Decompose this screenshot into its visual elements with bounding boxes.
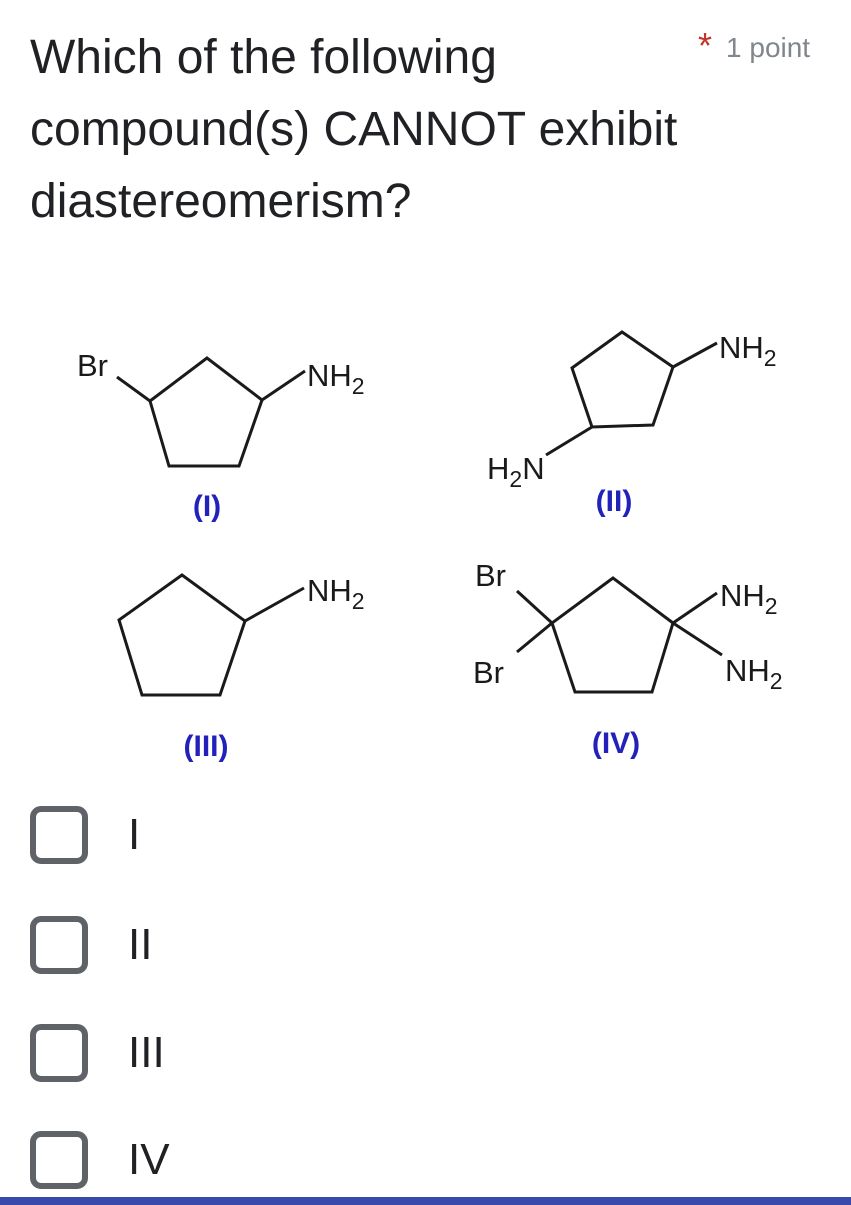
caption-compound-1: (I) — [193, 490, 221, 523]
question-title-line-1: Which of the following — [30, 31, 497, 84]
option-row-ii[interactable]: II — [30, 916, 152, 974]
points-label: 1 point — [726, 32, 811, 63]
question-title: Which of the following compound(s) CANNO… — [30, 22, 690, 238]
checkbox-option-ii[interactable] — [30, 916, 88, 974]
caption-compound-4: (IV) — [592, 727, 640, 760]
structure-compound-4: Br Br NH2 NH2 (IV) — [473, 558, 783, 760]
option-row-iii[interactable]: III — [30, 1024, 165, 1082]
h2n-bond-2 — [545, 425, 593, 457]
structure-compound-1: Br NH2 (I) — [77, 348, 365, 523]
nh2-bond-3 — [244, 586, 305, 623]
caption-compound-2: (II) — [596, 485, 633, 518]
question-title-line-2: compound(s) CANNOT exhibit — [30, 103, 678, 156]
option-label-iii: III — [128, 1028, 165, 1077]
compound-structures-figure: Br NH2 (I) NH2 H2N (II) NH2 (III) — [77, 330, 783, 763]
nh2-label-1: NH2 — [307, 358, 365, 399]
nh2-bottom-bond-4 — [672, 621, 723, 657]
structure-compound-3: NH2 (III) — [117, 573, 365, 763]
nh2-bond-2 — [672, 341, 718, 369]
br-bond-1 — [116, 375, 151, 403]
checkbox-option-iii[interactable] — [30, 1024, 88, 1082]
option-row-iv[interactable]: IV — [30, 1131, 170, 1189]
br-bottom-label-4: Br — [473, 655, 504, 690]
checkbox-option-iv[interactable] — [30, 1131, 88, 1189]
structure-compound-2: NH2 H2N (II) — [487, 330, 777, 518]
nh2-label-3: NH2 — [307, 573, 365, 614]
caption-compound-3: (III) — [184, 730, 229, 763]
cyclopentane-ring-4 — [550, 576, 675, 694]
option-label-iv: IV — [128, 1135, 170, 1184]
br-label-1: Br — [77, 348, 108, 383]
option-label-ii: II — [128, 920, 153, 969]
nh2-bond-1 — [261, 369, 306, 402]
cyclopentane-ring-3 — [117, 573, 247, 697]
cyclopentane-ring-1 — [148, 356, 264, 468]
checkbox-option-i[interactable] — [30, 806, 88, 864]
points-row: * 1 point — [698, 28, 810, 68]
option-row-i[interactable]: I — [30, 806, 140, 864]
br-bottom-bond-4 — [516, 621, 553, 654]
h2n-label-2: H2N — [487, 451, 545, 492]
nh2-bottom-label-4: NH2 — [725, 653, 783, 694]
br-top-bond-4 — [515, 589, 554, 625]
required-asterisk: * — [698, 25, 713, 66]
nh2-label-2: NH2 — [719, 330, 777, 371]
option-label-i: I — [128, 810, 141, 859]
nh2-top-label-4: NH2 — [720, 578, 778, 619]
br-top-label-4: Br — [475, 558, 506, 593]
nh2-top-bond-4 — [672, 591, 718, 625]
question-title-line-3: diastereomerism? — [30, 175, 412, 228]
section-divider-bar — [0, 1197, 851, 1205]
cyclopentane-ring-2 — [570, 330, 675, 429]
